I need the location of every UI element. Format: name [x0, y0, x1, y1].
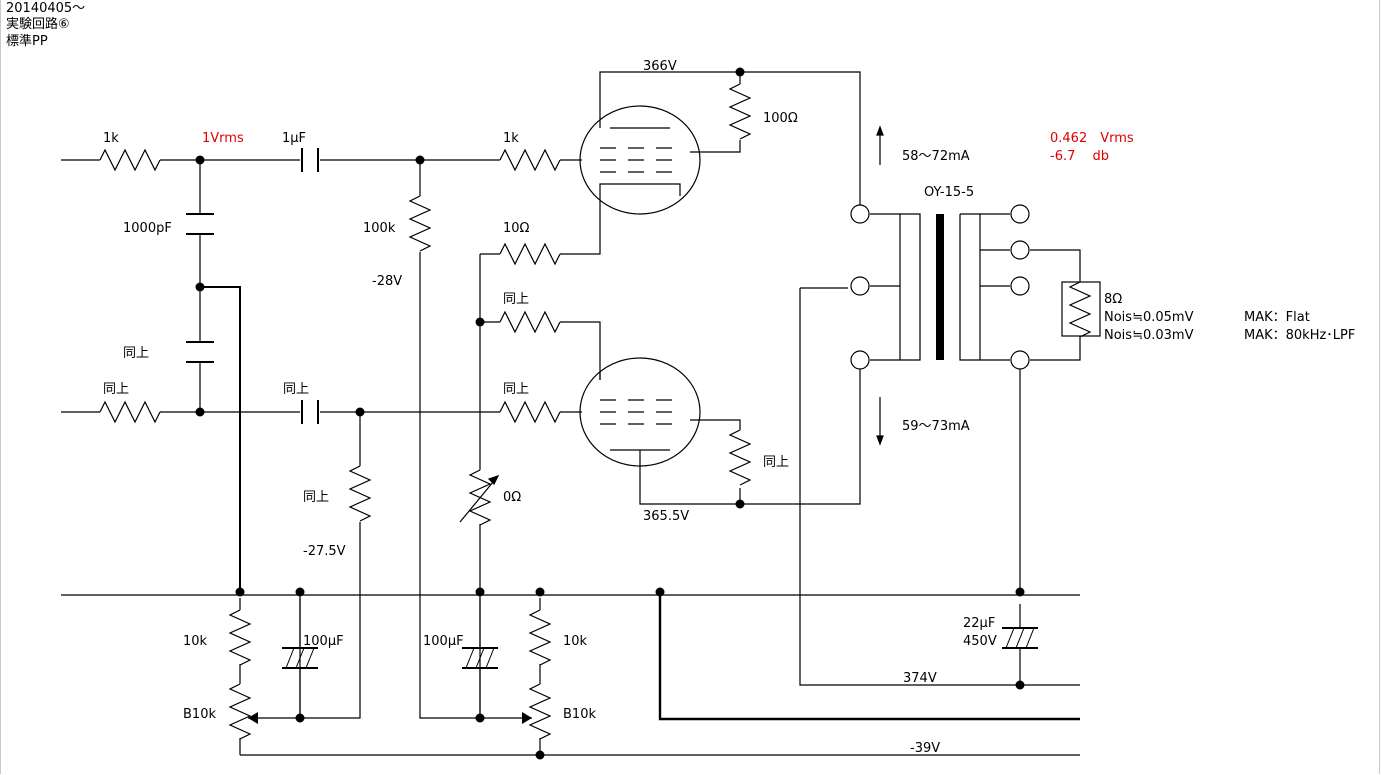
label-gain: -6.7 db: [1050, 149, 1109, 164]
resistor-grid-top: [499, 148, 561, 172]
label-r-screen-top: 100Ω: [763, 111, 798, 126]
resistor-10k-left: [228, 609, 252, 666]
wires: [61, 71, 1081, 756]
resistor-cathode-top: [499, 242, 561, 266]
label-pot-cathode: 0Ω: [503, 490, 521, 505]
label-c-100u-left: 100μF: [303, 634, 344, 649]
label-r-10k-left: 10k: [183, 634, 208, 649]
label-v-plate-bot: 365.5V: [643, 509, 689, 524]
header-subtitle: 標準PP: [6, 34, 48, 49]
label-c-coupling-top: 1μF: [282, 131, 306, 146]
resistor-r-in-bot: [99, 400, 161, 424]
label-noise-flat: Nois≒0.05mV: [1104, 310, 1194, 325]
label-v-plate-top: 366V: [643, 59, 677, 74]
electrolytic-hatch: [285, 627, 1035, 669]
label-same-r-gridleak-bot: 同上: [303, 490, 329, 505]
label-pot-left: B10k: [183, 707, 216, 722]
resistor-gridleak-top: [408, 195, 432, 252]
label-r-cathode-top: 10Ω: [503, 221, 530, 236]
resistor-b10k-right: [528, 683, 552, 740]
resistor-b10k-left: [228, 683, 252, 740]
label-load: 8Ω: [1104, 292, 1122, 307]
cap-100u-left: [282, 647, 318, 669]
resistors: [99, 83, 1101, 740]
cap-filter2: [186, 341, 214, 363]
header-title: 実験回路⑥: [6, 17, 70, 32]
resistor-load: [1068, 281, 1092, 338]
label-same-r-grid-bot: 同上: [503, 382, 529, 397]
label-noise-lpf: Nois≒0.03mV: [1104, 328, 1194, 343]
resistor-r-in-top: [99, 148, 161, 172]
tubes: [579, 105, 701, 468]
resistor-gridleak-bot: [348, 465, 372, 522]
cap-100u-right: [462, 647, 498, 669]
label-same-r-cathode-bot: 同上: [503, 292, 529, 307]
junctions: [195, 67, 1025, 760]
resistor-screen-top: [728, 83, 752, 140]
label-mak-lpf: MAK：80kHz･LPF: [1244, 328, 1355, 343]
cap-1000pf: [186, 213, 214, 235]
cap-coupling-top: [301, 148, 319, 172]
header-date: 20140405～: [6, 1, 86, 16]
label-r-in-top: 1k: [103, 131, 119, 146]
current-arrows: [876, 125, 884, 446]
resistor-cathode-bot: [499, 310, 561, 334]
capacitors: [186, 148, 1038, 669]
label-same-c-coupling-bot: 同上: [283, 382, 309, 397]
label-v-b-plus: 374V: [903, 671, 937, 686]
label-c-100u-right: 100μF: [423, 634, 464, 649]
label-v-neg: -39V: [910, 741, 940, 756]
label-i-top: 58～72mA: [902, 149, 970, 164]
variable-arrow: [459, 475, 499, 523]
label-v-bias-bot: -27.5V: [303, 544, 346, 559]
output-transformer: [850, 204, 1030, 370]
label-transformer: OY-15-5: [924, 185, 974, 200]
resistor-grid-bot: [499, 400, 561, 424]
resistor-10k-right: [528, 609, 552, 666]
resistor-screen-bot: [728, 429, 752, 486]
label-same-r-screen-bot: 同上: [763, 455, 789, 470]
label-r-gridleak-top: 100k: [363, 221, 396, 236]
transformer-core: [936, 214, 944, 360]
label-c-filter: 1000pF: [123, 221, 172, 236]
label-c-22u-v: 450V: [963, 634, 997, 649]
label-v-bias-top: -28V: [372, 274, 402, 289]
label-pot-right: B10k: [563, 707, 596, 722]
cap-coupling-bot: [301, 400, 319, 424]
tube-top: [579, 105, 701, 215]
label-r-grid-top: 1k: [503, 131, 519, 146]
label-r-10k-right: 10k: [563, 634, 588, 649]
label-vin: 1Vrms: [202, 131, 244, 146]
label-mak-flat: MAK：Flat: [1244, 310, 1310, 325]
cap-22u: [1002, 627, 1038, 649]
label-same-r-in-bot: 同上: [103, 382, 129, 397]
label-vout: 0.462 Vrms: [1050, 131, 1134, 146]
label-same-c-filter2: 同上: [123, 346, 149, 361]
labels: 1k 1Vrms 1μF 1k 100Ω 58～72mA 0.462 Vrms …: [103, 59, 1355, 756]
label-i-bot: 59～73mA: [902, 419, 970, 434]
label-c-22u: 22μF: [963, 616, 995, 631]
